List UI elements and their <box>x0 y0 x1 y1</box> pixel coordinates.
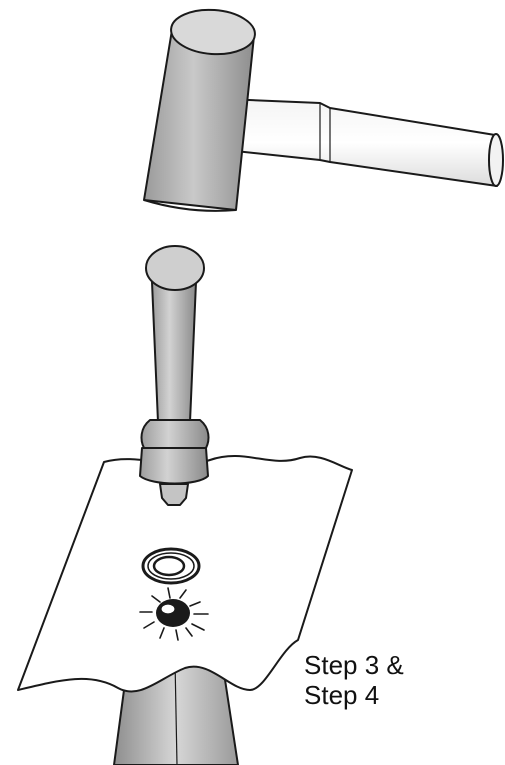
setting-tool-icon <box>140 246 208 505</box>
step-caption-line-1: Step 3 & <box>304 650 404 680</box>
washer-ring-icon <box>143 549 199 583</box>
step-caption-line-2: Step 4 <box>304 680 404 710</box>
step-caption: Step 3 & Step 4 <box>304 650 404 710</box>
hammer-handle <box>226 99 503 186</box>
hammer-head <box>144 7 256 211</box>
hammer-icon <box>144 7 503 211</box>
